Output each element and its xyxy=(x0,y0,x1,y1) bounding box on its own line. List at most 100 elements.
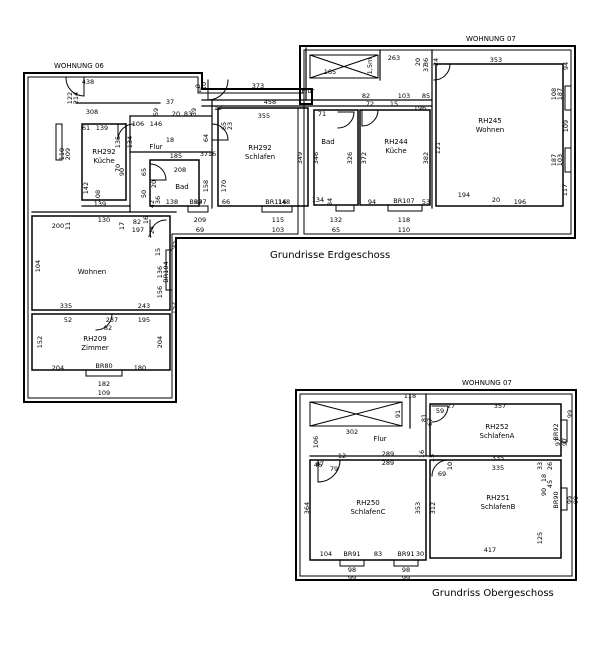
dimension-label: 11 xyxy=(64,222,72,230)
dimension-label: 15 xyxy=(390,100,398,108)
dimension-label: 4 xyxy=(148,232,152,240)
upper-floor-walls xyxy=(295,389,577,581)
dimension-label: 45 xyxy=(546,480,554,488)
dimension-label: 37 xyxy=(166,98,174,106)
dimension-label: 37 xyxy=(422,64,430,72)
dimension-label: 27 xyxy=(447,402,455,410)
room-label-rh209-zimmer: Zimmer xyxy=(81,344,109,352)
dimension-labels: 4381222143081396113511020914637106134591… xyxy=(34,54,580,582)
dimension-label: 103 xyxy=(398,92,410,100)
dimension-label: 335 xyxy=(492,464,504,472)
dimension-label: 289 xyxy=(382,450,394,458)
dimension-label: 20 xyxy=(150,180,158,188)
dimension-label: 146 xyxy=(150,120,162,128)
dimension-label: 204 xyxy=(52,364,64,372)
stair-og-box xyxy=(309,401,403,427)
dimension-label: 122 xyxy=(66,92,74,104)
dimension-label: 103 xyxy=(272,226,284,234)
dimension-label: 196 xyxy=(414,104,426,112)
room-label-rh292-kueche: Küche xyxy=(93,157,114,165)
opening-label: BR80 xyxy=(95,362,112,370)
dimension-label: 139 xyxy=(94,200,106,208)
dimension-label: 66 xyxy=(222,198,230,206)
dimension-label: 312 xyxy=(429,502,437,514)
opening-label: BR91 xyxy=(397,550,414,558)
dimension-label: 130 xyxy=(98,216,110,224)
dimension-label: 79 xyxy=(330,465,338,473)
dimension-label: 95 xyxy=(170,241,178,249)
room-label-rh292-schlafen: Schlafen xyxy=(245,153,275,161)
dimension-label: 39 xyxy=(190,108,198,116)
dimension-label: 214 xyxy=(72,92,80,104)
dimension-label: 17 xyxy=(118,222,126,230)
dimension-label: 20 xyxy=(172,110,180,118)
room-schlafenc xyxy=(309,459,427,561)
dimension-label: 16 xyxy=(208,150,216,158)
dimension-label: 106 xyxy=(312,436,320,448)
dimension-label: 335 xyxy=(492,454,504,462)
caption-ground: Grundrisse Erdgeschoss xyxy=(270,250,390,261)
dimension-label: 243 xyxy=(138,302,150,310)
apt07-inner-wall xyxy=(303,49,572,235)
dimension-label: 83 xyxy=(374,550,382,558)
dimension-label: 152 xyxy=(170,302,178,314)
dimension-label: 308 xyxy=(86,108,98,116)
dimension-label: 24 xyxy=(432,58,440,66)
window-br107 xyxy=(387,204,423,212)
dimension-label: 237 xyxy=(106,316,118,324)
room-label-rh209-zimmer: RH209 xyxy=(83,335,107,343)
dimension-label: 104 xyxy=(34,260,42,272)
door-flur-07 xyxy=(433,63,451,81)
dimension-label: 46 xyxy=(314,461,322,469)
dimension-label: 209 xyxy=(194,216,206,224)
dimension-label: 117 xyxy=(561,184,569,196)
dimension-label: 37 xyxy=(200,150,208,158)
dimension-label: 82 xyxy=(362,92,370,100)
room-label-rh245-wohnen: Wohnen xyxy=(476,126,504,134)
dimension-label: 196 xyxy=(514,198,526,206)
door-schlafena xyxy=(431,405,449,423)
dimension-label: 180 xyxy=(134,364,146,372)
dimension-label: 152 xyxy=(36,336,44,348)
dimension-label: 110 xyxy=(58,148,66,160)
dimension-label: 204 xyxy=(156,336,164,348)
opening-label: BR116 xyxy=(265,198,286,206)
room-label-bad-07: Bad xyxy=(321,138,335,146)
door-schlafenb xyxy=(431,459,449,477)
door-kueche-07 xyxy=(361,109,379,127)
dimension-label: 209 xyxy=(64,148,72,160)
dimension-label: 99 xyxy=(566,496,574,504)
dimension-label: 82 xyxy=(133,218,141,226)
dimension-label: 346 xyxy=(312,152,320,164)
dimension-label: 20 xyxy=(492,196,500,204)
dimension-label: 36 xyxy=(422,58,430,66)
dimension-label: 20 xyxy=(414,58,422,66)
upper-outer-wall xyxy=(295,389,577,581)
dimension-label: 121 xyxy=(434,142,442,154)
dimension-label: 132 xyxy=(330,216,342,224)
dimension-label: 65 xyxy=(140,168,148,176)
dimension-label: 42 xyxy=(148,200,156,208)
room-label-flur-07: Flur xyxy=(301,87,314,95)
room-kueche-06 xyxy=(81,123,127,201)
dimension-label: 99 xyxy=(572,496,580,504)
dimension-label: 97 xyxy=(554,438,562,446)
room-label-rh251-schlafenb: SchlafenB xyxy=(481,503,516,511)
dimension-label: 142 xyxy=(82,182,90,194)
dimension-label: 98 xyxy=(402,566,410,574)
stair-upper xyxy=(309,401,403,427)
dimension-label: 104 xyxy=(320,550,332,558)
dimension-label: 208 xyxy=(174,166,186,174)
dimension-label: 59 xyxy=(152,108,160,116)
door-schlafen-06 xyxy=(211,123,229,141)
dimension-label: 30 xyxy=(416,550,424,558)
dimension-label: 72 xyxy=(366,100,374,108)
stair-ground xyxy=(309,54,379,79)
opening-label: BR90 xyxy=(552,491,560,508)
dimension-label: 67 xyxy=(426,418,434,426)
window-br91-a xyxy=(339,559,365,567)
dimension-label: 24 xyxy=(148,226,156,234)
dimension-label: 118 xyxy=(398,216,410,224)
room-bad-06 xyxy=(149,159,200,207)
dimension-label: 99 xyxy=(348,574,356,582)
